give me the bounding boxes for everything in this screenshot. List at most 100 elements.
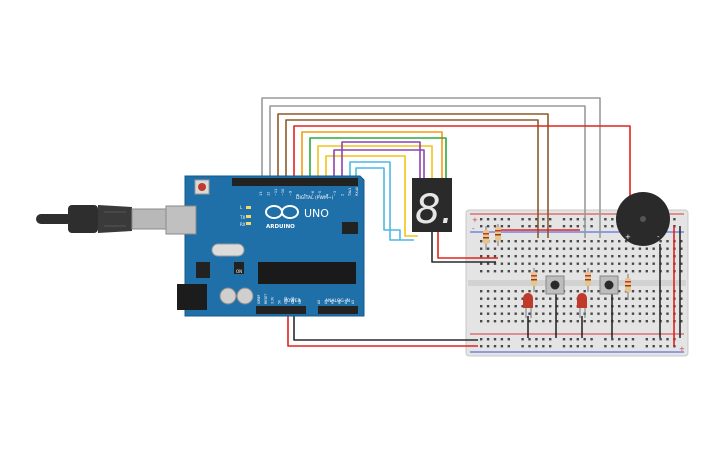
breadboard-hole[interactable] [562,338,566,341]
breadboard-hole[interactable] [583,247,586,250]
breadboard-hole[interactable] [486,338,490,341]
breadboard-hole[interactable] [590,255,593,258]
breadboard-hole[interactable] [597,305,600,308]
breadboard-hole[interactable] [611,255,614,258]
breadboard-hole[interactable] [542,305,545,308]
breadboard-hole[interactable] [514,270,517,273]
reset-button[interactable] [198,183,206,191]
breadboard-hole[interactable] [611,345,614,348]
breadboard-hole[interactable] [535,255,538,258]
breadboard-hole[interactable] [493,270,497,273]
breadboard-hole[interactable] [514,240,517,243]
breadboard-hole[interactable] [562,247,566,250]
breadboard-hole[interactable] [590,270,593,273]
breadboard-hole[interactable] [680,320,683,323]
wire-red-buzzer[interactable] [293,125,631,230]
breadboard-hole[interactable] [645,247,648,250]
breadboard-hole[interactable] [480,297,483,300]
breadboard-hole[interactable] [590,297,593,300]
breadboard-hole[interactable] [486,247,490,250]
led-red[interactable] [523,293,533,318]
breadboard-hole[interactable] [576,262,579,265]
breadboard-hole[interactable] [542,297,545,300]
breadboard-hole[interactable] [590,320,593,323]
breadboard-hole[interactable] [618,297,621,300]
breadboard-hole[interactable] [535,345,538,348]
breadboard-hole[interactable] [500,225,504,228]
breadboard-hole[interactable] [514,297,517,300]
breadboard-hole[interactable] [528,345,531,348]
breadboard-hole[interactable] [638,270,642,273]
breadboard-hole[interactable] [611,338,614,341]
breadboard-hole[interactable] [535,240,538,243]
breadboard-hole[interactable] [486,290,490,293]
breadboard-hole[interactable] [576,247,579,250]
breadboard-hole[interactable] [500,305,504,308]
wire-purple-2[interactable] [341,141,421,182]
breadboard-hole[interactable] [652,312,655,315]
breadboard-hole[interactable] [521,255,524,258]
breadboard-hole[interactable] [624,320,628,323]
breadboard-hole[interactable] [666,345,669,348]
breadboard-hole[interactable] [652,305,655,308]
breadboard-hole[interactable] [645,338,648,341]
breadboard-hole[interactable] [542,262,545,265]
breadboard-hole[interactable] [631,262,635,265]
breadboard-hole[interactable] [486,320,490,323]
wire-black-gnd[interactable] [293,308,478,341]
breadboard-hole[interactable] [645,255,648,258]
wire-yellow-2[interactable] [325,155,418,237]
breadboard-hole[interactable] [604,262,607,265]
breadboard-hole[interactable] [631,305,635,308]
breadboard-hole[interactable] [673,218,676,221]
breadboard-hole[interactable] [645,312,648,315]
breadboard-hole[interactable] [590,345,593,348]
breadboard-hole[interactable] [666,305,669,308]
breadboard-hole[interactable] [500,247,504,250]
breadboard-hole[interactable] [521,305,524,308]
wire-brown-1[interactable] [277,113,549,238]
breadboard-hole[interactable] [480,255,483,258]
breadboard-hole[interactable] [583,262,586,265]
breadboard-hole[interactable] [645,290,648,293]
breadboard-hole[interactable] [604,297,607,300]
breadboard-hole[interactable] [521,247,524,250]
breadboard-hole[interactable] [480,320,483,323]
breadboard-hole[interactable] [666,262,669,265]
breadboard-hole[interactable] [514,305,517,308]
breadboard-hole[interactable] [652,270,655,273]
breadboard-hole[interactable] [680,262,683,265]
breadboard-hole[interactable] [493,297,497,300]
breadboard-hole[interactable] [590,225,593,228]
breadboard-hole[interactable] [583,290,586,293]
breadboard-hole[interactable] [535,338,538,341]
breadboard-hole[interactable] [514,290,517,293]
breadboard-hole[interactable] [486,262,490,265]
breadboard-hole[interactable] [645,270,648,273]
breadboard-hole[interactable] [652,290,655,293]
breadboard-hole[interactable] [624,247,628,250]
resistor[interactable] [531,268,537,292]
breadboard-hole[interactable] [486,255,490,258]
breadboard-hole[interactable] [535,225,538,228]
breadboard-hole[interactable] [507,255,510,258]
breadboard-hole[interactable] [618,270,621,273]
seven-segment-display[interactable]: 8. [412,178,453,233]
breadboard-hole[interactable] [480,312,483,315]
breadboard-hole[interactable] [597,255,600,258]
breadboard-hole[interactable] [645,345,648,348]
breadboard-hole[interactable] [618,255,621,258]
breadboard-hole[interactable] [535,290,538,293]
breadboard-hole[interactable] [659,345,662,348]
wire-black-display[interactable] [431,232,496,263]
breadboard-hole[interactable] [555,320,559,323]
breadboard-hole[interactable] [597,240,600,243]
breadboard-hole[interactable] [576,320,579,323]
breadboard-hole[interactable] [597,247,600,250]
breadboard-hole[interactable] [583,338,586,341]
breadboard-hole[interactable] [542,312,545,315]
breadboard-hole[interactable] [652,247,655,250]
breadboard-hole[interactable] [535,270,538,273]
breadboard-hole[interactable] [500,338,504,341]
breadboard-hole[interactable] [493,255,497,258]
